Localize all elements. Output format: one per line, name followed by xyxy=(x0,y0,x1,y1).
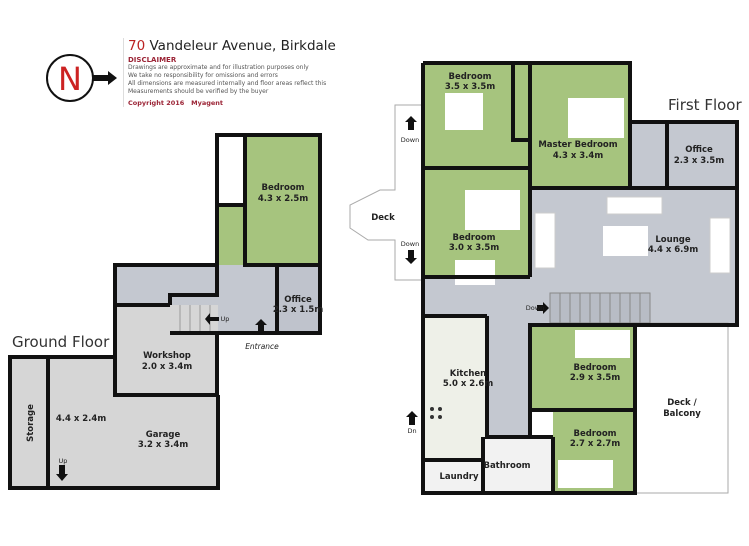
ff-master-name: Master Bedroom xyxy=(538,140,617,150)
ff-laundry xyxy=(423,460,483,493)
gf-workshop-size: 2.0 x 3.4m xyxy=(142,362,193,372)
gf-garage-size: 3.2 x 3.4m xyxy=(138,440,189,450)
copyright: Copyright 2016 Myagent xyxy=(128,99,336,107)
down-arrow-icon xyxy=(56,465,68,481)
ff-dn-label: Dn xyxy=(407,427,416,435)
gf-entry xyxy=(217,265,277,335)
north-arrow-icon xyxy=(93,71,117,85)
gf-void xyxy=(217,135,245,205)
ff-closet xyxy=(455,260,495,285)
ff-lounge-size: 4.4 x 6.9m xyxy=(648,245,699,255)
down-arrow-icon xyxy=(405,116,417,130)
ff-stairs xyxy=(549,292,651,324)
ff-bedroom-1-size: 3.5 x 3.5m xyxy=(445,82,496,92)
ff-laundry-name: Laundry xyxy=(439,472,479,482)
gf-office xyxy=(277,265,320,333)
ground-floor-label: Ground Floor xyxy=(12,333,110,351)
ff-corridor xyxy=(487,316,530,437)
ground-floor: Bedroom 4.3 x 2.5m Office 2.3 x 1.5m Up … xyxy=(8,133,324,490)
ff-bedroom-1-name: Bedroom xyxy=(448,72,491,82)
ff-bedroom-3-name: Bedroom xyxy=(573,363,616,373)
first-floor-label: First Floor xyxy=(668,96,742,114)
ff-down-label: Down xyxy=(401,240,419,248)
ff-bedroom-2-size: 3.0 x 3.5m xyxy=(449,243,500,253)
gf-bedroom-name: Bedroom xyxy=(261,183,304,193)
stove-icon xyxy=(430,407,442,419)
header: 70 Vandeleur Avenue, Birkdale DISCLAIMER… xyxy=(123,38,336,107)
copyright-text: Copyright 2016 xyxy=(128,99,185,107)
street-number: 70 xyxy=(128,38,146,54)
ff-bathroom xyxy=(483,437,553,493)
ff-office-size: 2.3 x 3.5m xyxy=(674,156,725,166)
first-floor: Bedroom 3.5 x 3.5m Master Bedroom 4.3 x … xyxy=(349,61,742,495)
bed-icon xyxy=(558,460,613,488)
bed-icon xyxy=(575,330,630,358)
entrance-arrow-icon xyxy=(255,319,267,333)
disclaimer-line: Measurements should be verified by the b… xyxy=(128,88,269,95)
ff-kitchen xyxy=(423,316,487,460)
sofa-icon xyxy=(606,196,663,215)
ff-bedroom-4-name: Bedroom xyxy=(573,429,616,439)
up-arrow-icon xyxy=(205,313,219,325)
ff-office-name: Office xyxy=(685,145,713,155)
bed-icon xyxy=(445,93,483,130)
gf-office-size: 2.3 x 1.5m xyxy=(273,305,324,315)
gf-storage-name: Storage xyxy=(26,404,36,442)
ff-down-label: Down xyxy=(401,136,419,144)
disclaimer-title: DISCLAIMER xyxy=(128,56,177,64)
compass-letter: N xyxy=(58,60,82,98)
ff-bedroom-2-name: Bedroom xyxy=(452,233,495,243)
ff-master-size: 4.3 x 3.4m xyxy=(553,151,604,161)
ff-bathroom-name: Bathroom xyxy=(483,461,530,471)
down-arrow-icon xyxy=(537,302,549,314)
gf-bedroom xyxy=(245,135,320,265)
gf-garage-name: Garage xyxy=(146,430,181,440)
ff-bedroom-4-size: 2.7 x 2.7m xyxy=(570,439,621,449)
sofa-icon xyxy=(709,217,731,274)
sofa-icon xyxy=(534,212,556,269)
ff-lounge-name: Lounge xyxy=(655,235,690,245)
disclaimer-line: We take no responsibility for omissions … xyxy=(128,72,278,79)
ff-deck-name: Deck xyxy=(371,213,395,223)
gf-stairs-up-label: Up xyxy=(221,315,230,323)
disclaimer-line: Drawings are approximate and for illustr… xyxy=(128,64,309,71)
street-address: Vandeleur Avenue, Birkdale xyxy=(149,38,336,54)
gf-office-name: Office xyxy=(284,295,312,305)
ff-balcony-name-2: Balcony xyxy=(663,409,701,419)
ff-balcony xyxy=(634,322,729,494)
down-arrow-icon xyxy=(405,250,417,264)
gf-garage-up-label: Up xyxy=(59,457,68,465)
bed-icon xyxy=(465,190,520,230)
ff-balcony-name: Deck / xyxy=(667,398,697,408)
gf-storage-size: 4.4 x 2.4m xyxy=(56,414,107,424)
compass: N xyxy=(46,54,117,102)
gf-wardrobe xyxy=(217,205,245,265)
ff-office-area xyxy=(630,122,737,188)
company-name: Myagent xyxy=(191,99,223,107)
gf-bedroom-size: 4.3 x 2.5m xyxy=(258,194,309,204)
entrance-label: Entrance xyxy=(245,342,279,351)
table-icon xyxy=(603,226,648,256)
down-arrow-icon xyxy=(406,411,418,425)
ff-down-label: Down xyxy=(526,304,544,312)
property-title: 70 Vandeleur Avenue, Birkdale xyxy=(128,38,336,54)
disclaimer-line: All dimensions are measured internally a… xyxy=(128,80,327,87)
ff-bedroom-3-size: 2.9 x 3.5m xyxy=(570,373,621,383)
ff-kitchen-name: Kitchen xyxy=(450,369,486,379)
bed-icon xyxy=(568,98,624,138)
gf-workshop-name: Workshop xyxy=(143,351,191,361)
ff-kitchen-size: 5.0 x 2.6m xyxy=(443,379,494,389)
